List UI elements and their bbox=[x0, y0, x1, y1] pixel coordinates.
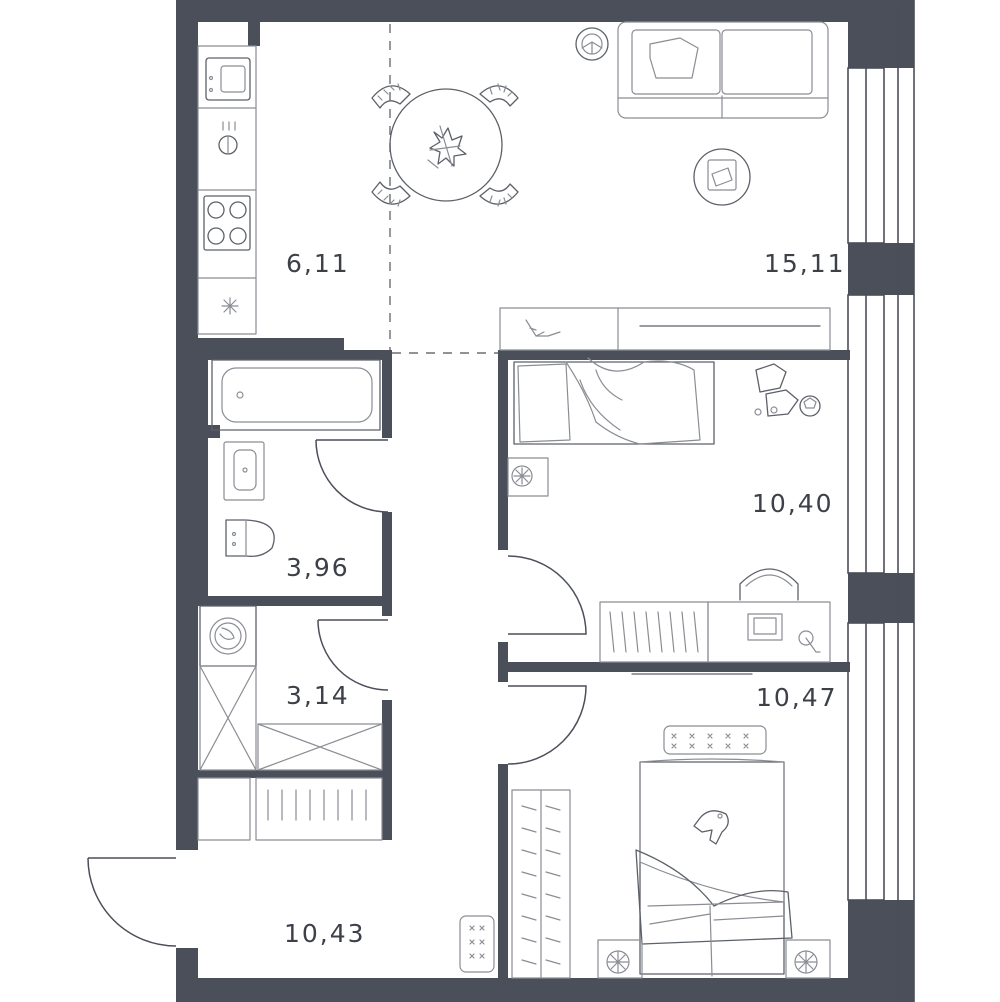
bedroom-lower-door bbox=[507, 685, 587, 765]
bathtub-icon bbox=[211, 359, 381, 431]
area-label-hallway: 10,43 bbox=[284, 919, 366, 948]
zone-dividers bbox=[389, 24, 498, 354]
entrance-door bbox=[87, 857, 177, 947]
robot-vacuum-icon bbox=[575, 27, 609, 61]
bed-icon bbox=[513, 361, 715, 445]
bedroom-upper-door bbox=[507, 555, 587, 635]
area-label-bedroom-lower: 10,47 bbox=[756, 683, 838, 712]
walls bbox=[176, 0, 914, 1002]
area-label-bathroom: 3,96 bbox=[286, 553, 350, 582]
double-bed-icon bbox=[639, 761, 785, 975]
hallway-fixtures bbox=[459, 915, 495, 973]
bedroom-upper-furniture bbox=[507, 357, 831, 663]
area-label-bedroom-upper: 10,40 bbox=[752, 489, 834, 518]
laundry-fixtures bbox=[197, 605, 383, 841]
washing-machine-icon bbox=[199, 605, 257, 667]
area-label-living-room: 15,11 bbox=[764, 249, 846, 278]
area-label-laundry: 3,14 bbox=[286, 681, 350, 710]
laptop-icon bbox=[747, 613, 783, 641]
desk-chair-icon bbox=[739, 568, 799, 601]
football-icon bbox=[799, 395, 821, 417]
area-labels: 6,11 15,11 3,96 10,40 3,14 10,47 10,43 bbox=[284, 249, 846, 948]
kitchen-furniture bbox=[197, 45, 257, 335]
fridge-icon bbox=[221, 297, 239, 315]
windows bbox=[847, 0, 915, 1002]
washbasin-icon bbox=[223, 441, 265, 501]
teddy-icon bbox=[693, 810, 729, 845]
bench-icon bbox=[663, 725, 767, 755]
roller-skates-icon bbox=[755, 363, 799, 417]
toilet-icon bbox=[225, 519, 275, 557]
kitchen-sink-icon bbox=[205, 57, 251, 101]
nightstand-icon bbox=[507, 457, 549, 497]
wardrobe-icon bbox=[255, 777, 383, 841]
stove-icon bbox=[203, 195, 251, 251]
area-label-kitchen: 6,11 bbox=[286, 249, 350, 278]
dining-table bbox=[371, 83, 519, 207]
coffee-table-icon bbox=[693, 148, 751, 206]
laundry-door bbox=[317, 619, 389, 691]
sofa-icon bbox=[617, 21, 829, 119]
bathroom-fixtures bbox=[211, 359, 381, 557]
doors bbox=[87, 439, 587, 947]
bathroom-door bbox=[315, 439, 389, 513]
wardrobe-upper-icon bbox=[599, 601, 709, 663]
living-room-furniture bbox=[499, 21, 831, 351]
bedroom-lower-furniture bbox=[511, 673, 831, 979]
pouf-icon bbox=[459, 915, 495, 973]
desk-icon bbox=[707, 601, 831, 663]
tv-stand-icon bbox=[499, 307, 831, 351]
